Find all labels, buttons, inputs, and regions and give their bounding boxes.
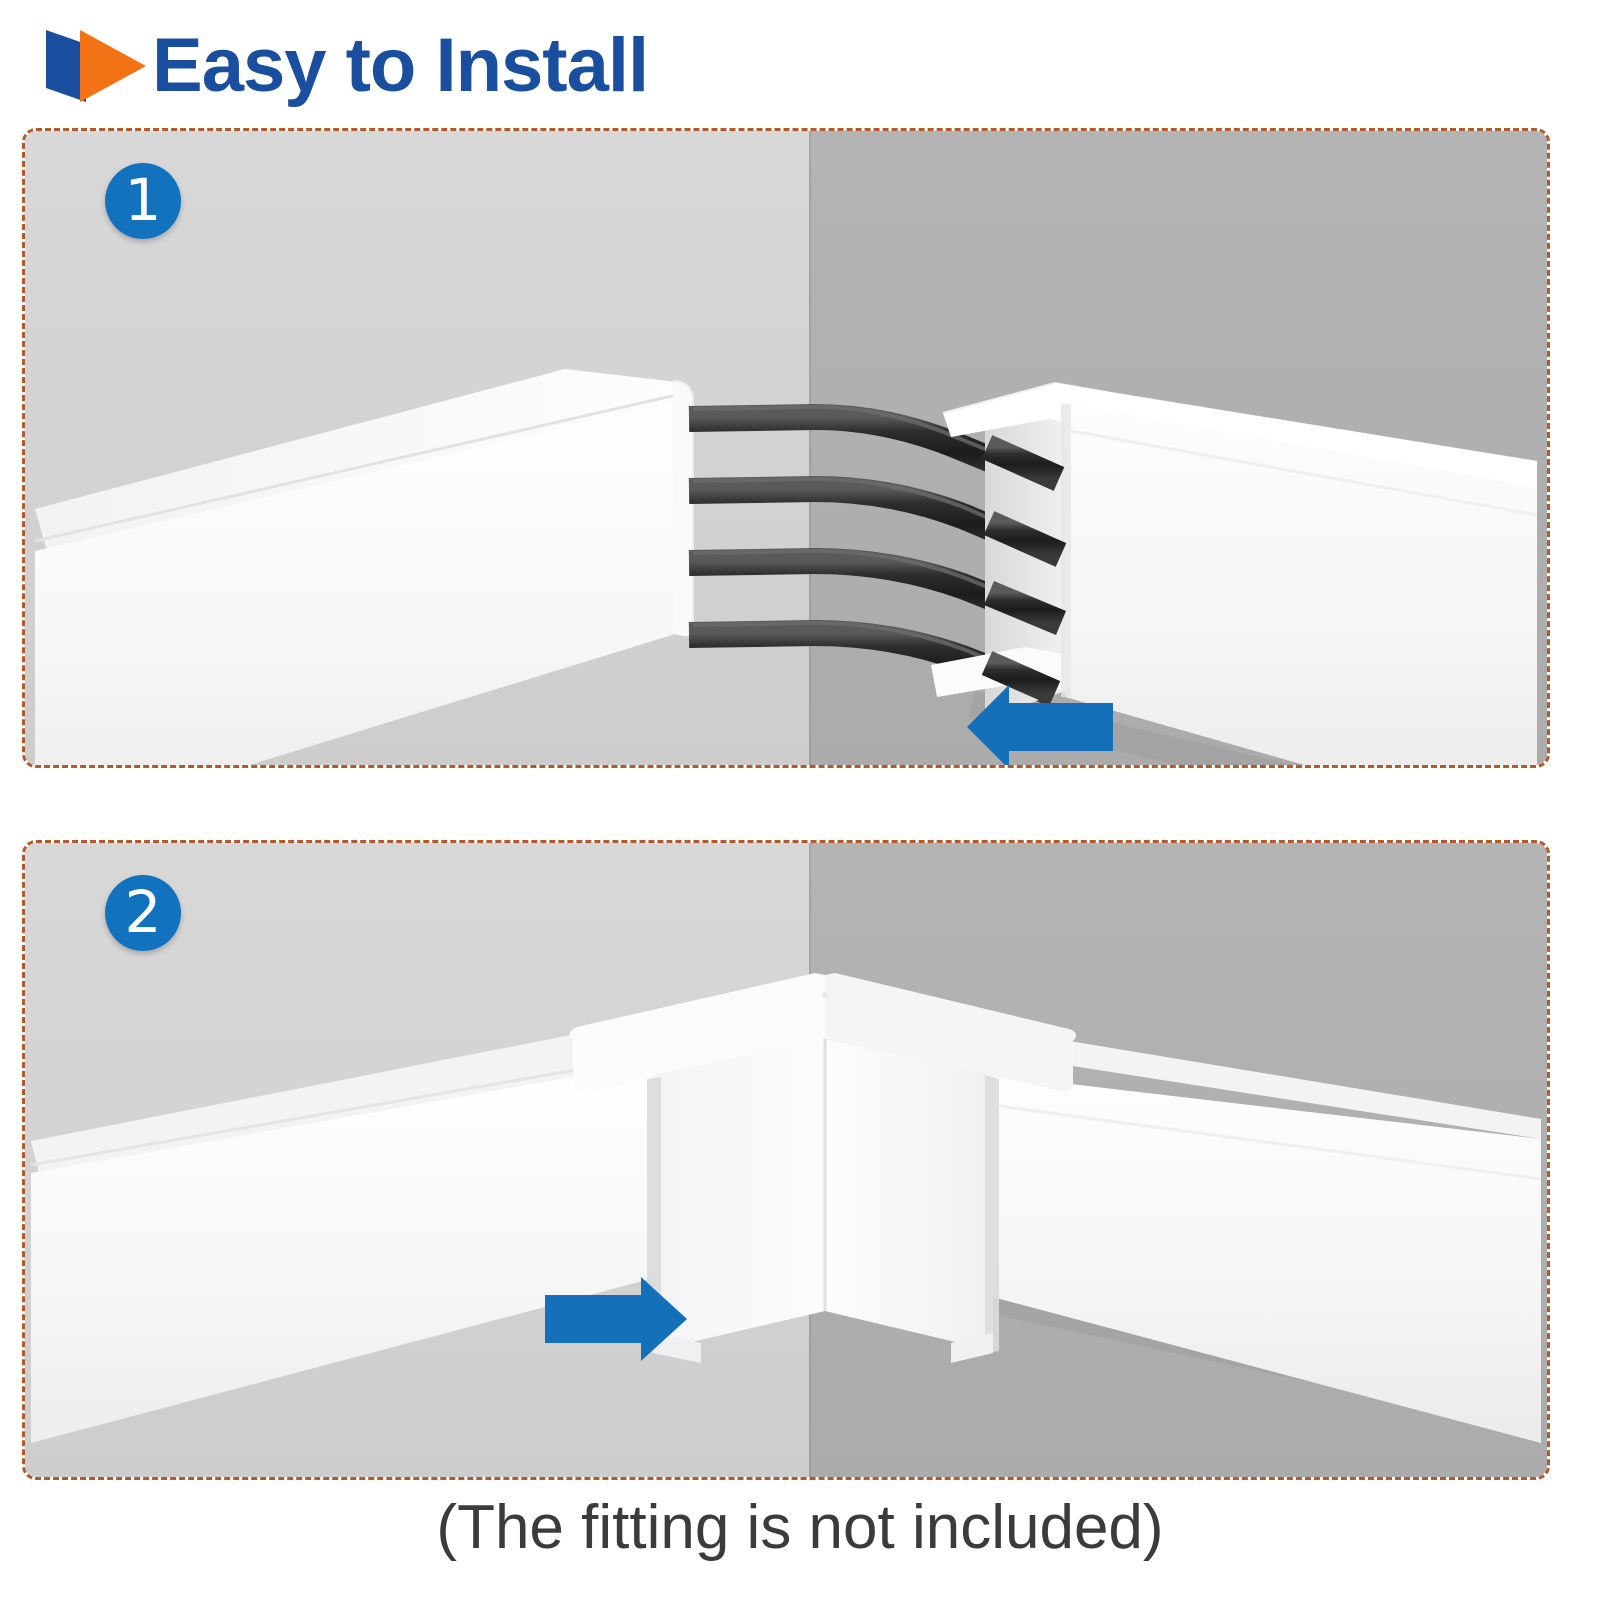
arrow-left-icon [967, 685, 1113, 765]
caption-text: (The fitting is not included) [436, 1493, 1164, 1562]
wall-corner-seam [808, 131, 812, 765]
raceway-illustration-step2 [30, 973, 1542, 1443]
step-number-label: 2 [124, 878, 162, 946]
double-play-triangle-icon [42, 28, 152, 104]
step-number-label: 1 [124, 166, 162, 234]
step-number-badge-1: 1 [105, 163, 181, 239]
header: Easy to Install [0, 0, 1600, 120]
raceway-illustration-step1 [34, 369, 1538, 765]
step-number-badge-2: 2 [105, 875, 181, 951]
step-2-scene: 2 [25, 843, 1547, 1477]
step-panel-2: 2 [22, 840, 1550, 1480]
step-panel-1: 1 [22, 128, 1550, 768]
step-1-scene: 1 [25, 131, 1547, 765]
arrow-right-icon [545, 1277, 687, 1361]
page-title: Easy to Install [152, 23, 649, 108]
